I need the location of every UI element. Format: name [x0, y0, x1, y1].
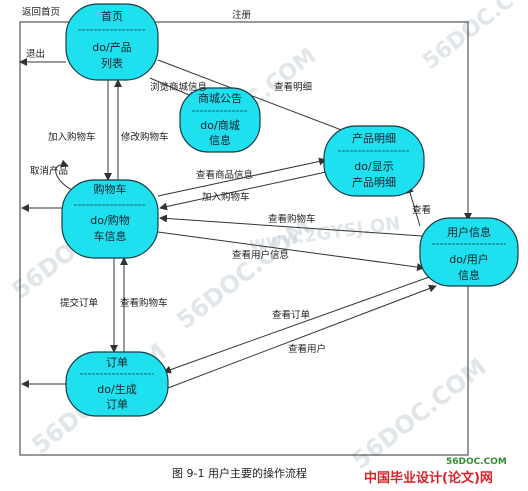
- label-submit-order: 提交订单: [60, 297, 99, 309]
- node-detail-title: 产品明细: [352, 131, 396, 145]
- label-logout: 退出: [26, 48, 45, 60]
- label-return-home: 返回首页: [22, 6, 60, 18]
- node-order-line1: do/生成: [97, 382, 136, 396]
- node-cart-title: 购物车: [94, 182, 127, 196]
- label-view-product-info: 查看商品信息: [196, 169, 253, 181]
- node-home[interactable]: 首页 do/产品 列表: [65, 3, 159, 81]
- label-add-cart-detail: 加入购物车: [202, 191, 250, 203]
- node-order-line2: 订单: [106, 398, 128, 411]
- label-modify-cart: 修改购物车: [121, 131, 169, 143]
- node-detail-line1: do/显示: [354, 160, 393, 173]
- node-cart[interactable]: 购物车 do/购物 车信息: [61, 179, 159, 259]
- label-view-cart-user: 查看购物车: [268, 213, 316, 225]
- edge-detail-to-cart: [159, 171, 327, 211]
- label-view-order: 查看订单: [272, 309, 311, 321]
- edge-return-home: [19, 18, 93, 437]
- node-user-line1: do/用户: [449, 252, 488, 266]
- edge-view-order: [163, 275, 433, 374]
- label-view-detail-user: 查看: [412, 204, 431, 216]
- node-order-title: 订单: [106, 356, 128, 369]
- node-user[interactable]: 用户信息 do/用户 信息: [419, 217, 519, 287]
- node-notice-line2: 信息: [209, 133, 231, 147]
- node-notice-title: 商城公告: [198, 91, 242, 105]
- node-notice[interactable]: 商城公告 do/商城 信息: [179, 87, 261, 153]
- node-home-line1: do/产品: [92, 40, 131, 54]
- edge-user-bottom: [19, 278, 469, 456]
- edge-user-to-cart: [159, 214, 423, 237]
- label-view-cart-order: 查看购物车: [120, 297, 168, 309]
- label-view-user: 查看用户信息: [232, 249, 289, 261]
- node-cart-line2: 车信息: [94, 229, 127, 243]
- edge-browse-notice: [149, 77, 197, 99]
- edge-cancel-loop: [55, 159, 73, 191]
- node-home-title: 首页: [101, 9, 123, 23]
- node-detail[interactable]: 产品明细 do/显示 产品明细: [323, 125, 425, 197]
- node-user-line2: 信息: [458, 268, 480, 282]
- brand-logo: 中国毕业设计(论文)网: [364, 470, 493, 486]
- edge-user-to-detail: [406, 185, 421, 227]
- label-add-cart-home: 加入购物车: [48, 131, 96, 143]
- label-view-detail-home: 查看明细: [274, 81, 312, 93]
- edge-register: [155, 21, 472, 221]
- node-user-title: 用户信息: [447, 225, 491, 239]
- edge-cart-to-detail: [157, 157, 327, 197]
- edge-layer: [19, 18, 472, 456]
- brand-site: 56DOC.COM: [446, 457, 507, 467]
- label-cancel-product: 取消产品: [30, 165, 68, 177]
- figure-caption: 图 9-1 用户主要的操作流程: [172, 466, 307, 480]
- node-cart-line1: do/购物: [90, 213, 129, 227]
- label-view-user-order: 查看用户: [288, 343, 326, 355]
- label-browse-notice: 浏览商城信息: [150, 81, 207, 93]
- node-detail-line2: 产品明细: [352, 175, 396, 189]
- node-order[interactable]: 订单 do/生成 订单: [65, 351, 169, 417]
- edge-label-layer: 返回首页 退出 注册 浏览商城信息 查看明细 加入购物车 修改购物车 取消产品 …: [22, 6, 431, 355]
- edge-cart-to-user: [157, 231, 425, 272]
- edge-view-user: [167, 284, 437, 389]
- node-notice-line1: do/商城: [200, 118, 239, 132]
- label-register: 注册: [232, 9, 252, 21]
- node-home-line2: 列表: [101, 56, 123, 70]
- watermark: 56DOC.COM: [418, 0, 528, 75]
- edge-home-detail: [157, 59, 353, 136]
